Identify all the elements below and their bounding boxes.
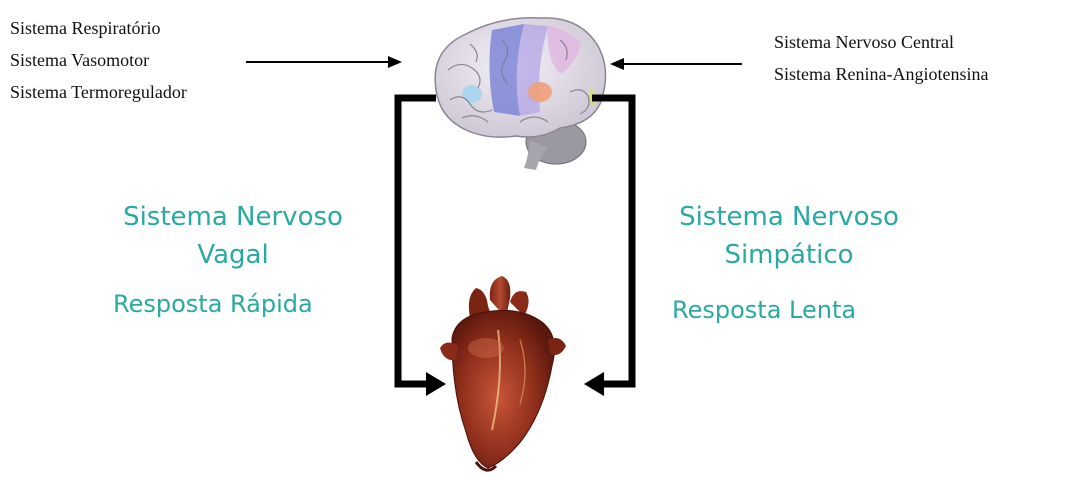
vagal-title-line1: Sistema Nervoso [123, 202, 343, 232]
sympathetic-title-line1: Sistema Nervoso [679, 202, 899, 232]
feedback-loop [394, 94, 636, 388]
vagal-response-label: Resposta Rápida [113, 290, 313, 318]
left-input-list: Sistema Respiratório Sistema Vasomotor S… [10, 12, 187, 108]
left-input-arrow [246, 56, 402, 68]
brain-icon [434, 17, 607, 170]
list-item: Sistema Renina-Angiotensina [774, 64, 989, 84]
list-item: Sistema Nervoso Central [774, 32, 954, 52]
vagal-system-title: Sistema Nervoso Vagal [78, 198, 388, 274]
sympathetic-system-title: Sistema Nervoso Simpático [634, 198, 944, 274]
right-input-list: Sistema Nervoso Central Sistema Renina-A… [774, 26, 988, 90]
list-item: Sistema Vasomotor [10, 50, 150, 70]
vagal-arrowhead [426, 372, 446, 396]
vagal-title-line2: Vagal [197, 240, 269, 270]
sympathetic-arrowhead [584, 372, 604, 396]
right-input-arrow [610, 58, 742, 70]
list-item: Sistema Termoregulador [10, 82, 187, 102]
sympathetic-response-label: Resposta Lenta [672, 296, 857, 324]
sympathetic-title-line2: Simpático [724, 240, 854, 270]
heart-icon [440, 276, 566, 472]
list-item: Sistema Respiratório [10, 18, 161, 38]
